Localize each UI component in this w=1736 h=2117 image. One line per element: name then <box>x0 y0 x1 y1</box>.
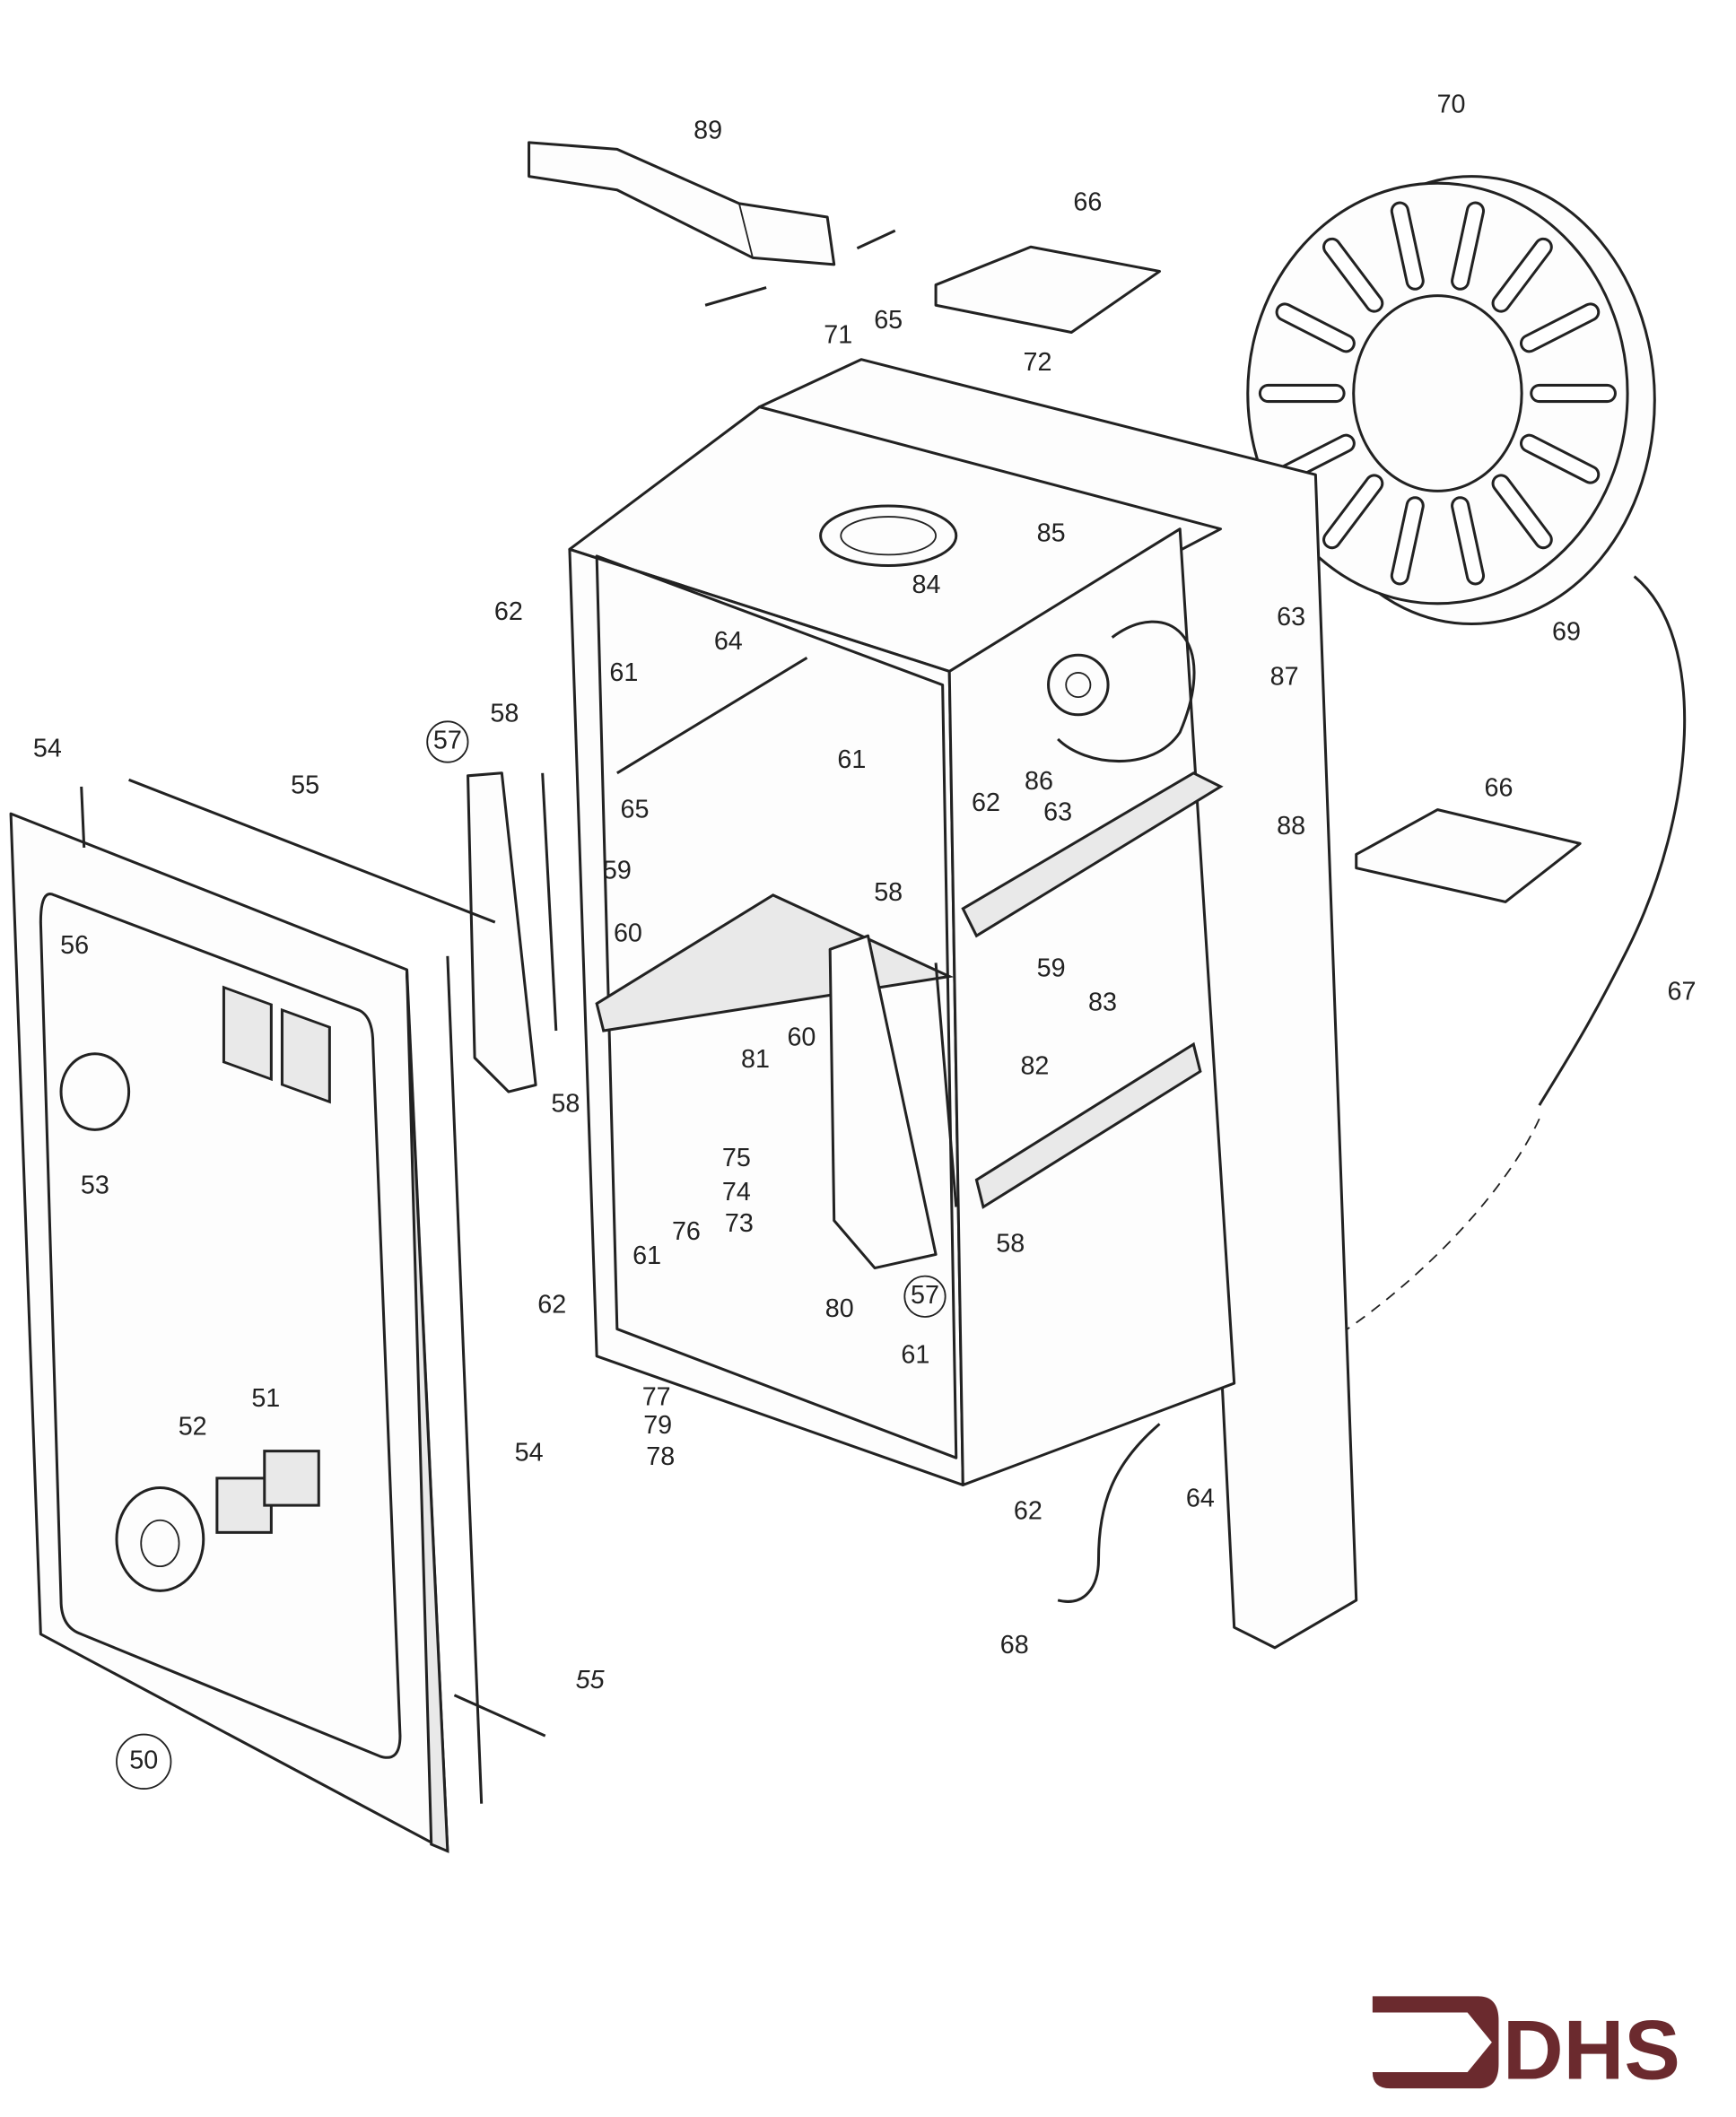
label-62: 62 <box>537 1290 566 1319</box>
label-64: 64 <box>1186 1485 1215 1513</box>
bracket-66-right <box>1355 808 1582 903</box>
bracket-66-top <box>934 245 1162 334</box>
label-75: 75 <box>722 1144 751 1172</box>
label-67: 67 <box>1668 977 1697 1006</box>
label-54: 54 <box>515 1438 544 1467</box>
label-61: 61 <box>609 658 638 687</box>
label-51: 51 <box>251 1384 280 1413</box>
vessel-spoke <box>1392 499 1422 583</box>
vessel-spoke <box>1453 204 1483 288</box>
side-rail-57-right <box>828 934 938 1270</box>
label-69: 69 <box>1552 618 1581 647</box>
vessel-spoke <box>1325 476 1382 547</box>
label-85: 85 <box>1037 518 1066 547</box>
flow-pipe-64 <box>1057 1423 1161 1603</box>
flexible-hose-67 <box>1538 575 1687 1106</box>
vessel-spoke <box>1392 204 1422 288</box>
label-66: 66 <box>1484 774 1513 803</box>
label-52: 52 <box>179 1413 207 1442</box>
label-54: 54 <box>33 735 62 763</box>
label-87: 87 <box>1270 663 1299 692</box>
pressure-switch-86 <box>1047 620 1196 763</box>
label-64: 64 <box>714 627 743 656</box>
label-58: 58 <box>996 1229 1025 1258</box>
circle-57 <box>426 720 469 763</box>
vessel-spoke <box>1325 240 1382 310</box>
seal-strip-59-right <box>934 963 958 1207</box>
label-74: 74 <box>722 1178 751 1207</box>
label-59: 59 <box>1037 954 1066 983</box>
seal-54-small <box>80 786 86 848</box>
label-65: 65 <box>621 796 650 824</box>
label-60: 60 <box>614 919 642 947</box>
label-55: 55 <box>576 1666 606 1694</box>
label-78: 78 <box>646 1442 675 1471</box>
label-61: 61 <box>837 745 866 774</box>
label-62: 62 <box>972 788 1000 817</box>
label-56: 56 <box>60 931 89 960</box>
label-82: 82 <box>1020 1051 1049 1080</box>
label-59: 59 <box>603 857 632 885</box>
label-60: 60 <box>787 1024 816 1052</box>
label-73: 73 <box>725 1209 754 1238</box>
label-61: 61 <box>632 1241 661 1270</box>
vessel-spoke <box>1494 476 1550 547</box>
label-57: 57 <box>911 1281 939 1310</box>
seal-55-bottom <box>453 1694 546 1738</box>
label-88: 88 <box>1277 812 1305 841</box>
label-63: 63 <box>1043 798 1072 827</box>
label-55: 55 <box>291 771 319 799</box>
logo-arrow-icon <box>1372 1996 1499 2089</box>
label-76: 76 <box>672 1217 701 1246</box>
label-50: 50 <box>129 1746 158 1774</box>
label-68: 68 <box>1000 1631 1029 1660</box>
vessel-spoke <box>1453 499 1483 583</box>
mounting-bracket-89 <box>528 141 896 307</box>
label-61: 61 <box>901 1340 929 1369</box>
label-58: 58 <box>551 1090 580 1119</box>
label-89: 89 <box>694 116 722 144</box>
label-62: 62 <box>1014 1496 1042 1525</box>
label-63: 63 <box>1277 603 1305 632</box>
vessel-spoke <box>1278 305 1353 351</box>
label-70: 70 <box>1437 91 1466 119</box>
label-86: 86 <box>1025 767 1053 796</box>
vessel-spoke <box>1494 240 1550 310</box>
label-84: 84 <box>912 571 941 599</box>
vessel-spoke <box>1522 436 1598 482</box>
label-53: 53 <box>81 1171 109 1199</box>
label-58: 58 <box>874 878 903 907</box>
front-panel-50 <box>9 812 449 1853</box>
logo-text: DHS <box>1503 2003 1680 2097</box>
label-79: 79 <box>643 1411 672 1440</box>
boiler-case-frame <box>568 358 1358 1650</box>
seal-55-top <box>128 778 496 924</box>
label-65: 65 <box>874 306 903 335</box>
label-80: 80 <box>825 1294 854 1323</box>
label-62: 62 <box>494 597 523 626</box>
label-81: 81 <box>741 1045 770 1074</box>
vessel-spoke <box>1522 305 1598 351</box>
label-72: 72 <box>1023 348 1051 377</box>
label-77: 77 <box>642 1382 671 1411</box>
side-rail-57-left <box>467 771 537 1093</box>
seal-54-side <box>446 955 484 1804</box>
label-57: 57 <box>433 727 462 755</box>
label-66: 66 <box>1073 187 1102 216</box>
label-71: 71 <box>824 321 852 350</box>
part-labels: 89 70 66 65 71 72 85 84 63 62 61 64 87 6… <box>33 91 1697 1790</box>
circle-50 <box>116 1733 172 1790</box>
seal-strip-59-left <box>541 772 558 1032</box>
circle-57 <box>903 1275 947 1318</box>
label-58: 58 <box>490 699 519 727</box>
label-83: 83 <box>1088 988 1117 1016</box>
dhs-logo: DHS <box>1372 1996 1680 2097</box>
